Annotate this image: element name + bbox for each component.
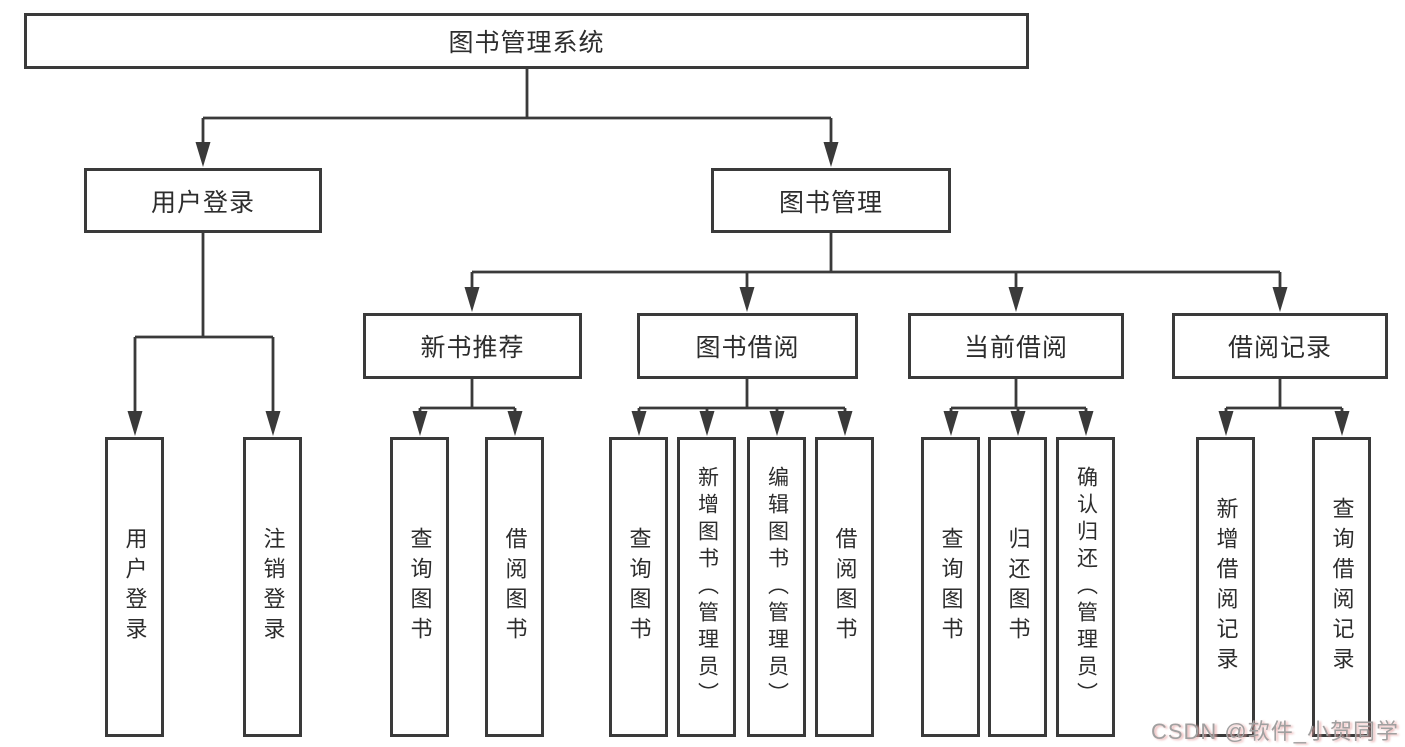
- leaf-query-books-recommend-label: 查询图书: [407, 527, 433, 647]
- leaf-borrow-books-borrowing: 借阅图书: [815, 437, 874, 737]
- leaf-borrow-books-borrowing-label: 借阅图书: [832, 527, 858, 647]
- leaf-return-book: 归还图书: [988, 437, 1047, 737]
- node-book-borrowing-label: 图书借阅: [695, 334, 800, 362]
- node-borrow-records-label: 借阅记录: [1227, 334, 1332, 362]
- node-root-label: 图书管理系统: [448, 29, 605, 57]
- leaf-add-book-admin: 新增图书（管理员）: [677, 437, 736, 737]
- node-new-book-recommend: 新书推荐: [363, 313, 582, 379]
- leaf-edit-book-admin: 编辑图书（管理员）: [747, 437, 806, 737]
- leaf-logout-label: 注销登录: [260, 527, 286, 647]
- node-book-management-label: 图书管理: [778, 188, 883, 217]
- leaf-add-book-admin-label: 新增图书（管理员）: [695, 465, 719, 709]
- leaf-query-books-current: 查询图书: [921, 437, 980, 737]
- leaf-user-login: 用户登录: [105, 437, 164, 737]
- watermark: CSDN @软件_小贺同学: [1150, 719, 1399, 744]
- node-current-borrowing-label: 当前借阅: [963, 334, 1068, 362]
- leaf-logout: 注销登录: [243, 437, 302, 737]
- node-new-book-recommend-label: 新书推荐: [420, 334, 525, 362]
- leaf-query-borrow-record: 查询借阅记录: [1312, 437, 1371, 737]
- leaf-query-books-current-label: 查询图书: [938, 527, 964, 647]
- node-user-login: 用户登录: [84, 168, 322, 233]
- leaf-query-borrow-record-label: 查询借阅记录: [1329, 497, 1355, 677]
- leaf-return-book-label: 归还图书: [1005, 527, 1031, 647]
- leaf-confirm-return-admin-label: 确认归还（管理员）: [1074, 465, 1098, 709]
- leaf-add-borrow-record: 新增借阅记录: [1196, 437, 1255, 737]
- node-user-login-label: 用户登录: [150, 188, 255, 217]
- leaf-edit-book-admin-label: 编辑图书（管理员）: [765, 465, 789, 709]
- leaf-borrow-books-recommend-label: 借阅图书: [502, 527, 528, 647]
- leaf-borrow-books-recommend: 借阅图书: [485, 437, 544, 737]
- node-borrow-records: 借阅记录: [1172, 313, 1388, 379]
- leaf-query-books-borrowing: 查询图书: [609, 437, 668, 737]
- node-root: 图书管理系统: [24, 13, 1029, 69]
- node-book-borrowing: 图书借阅: [637, 313, 858, 379]
- node-current-borrowing: 当前借阅: [908, 313, 1124, 379]
- leaf-add-borrow-record-label: 新增借阅记录: [1213, 497, 1239, 677]
- leaf-confirm-return-admin: 确认归还（管理员）: [1056, 437, 1115, 737]
- leaf-query-books-recommend: 查询图书: [390, 437, 449, 737]
- leaf-query-books-borrowing-label: 查询图书: [626, 527, 652, 647]
- leaf-user-login-label: 用户登录: [122, 527, 148, 647]
- node-book-management: 图书管理: [711, 168, 951, 233]
